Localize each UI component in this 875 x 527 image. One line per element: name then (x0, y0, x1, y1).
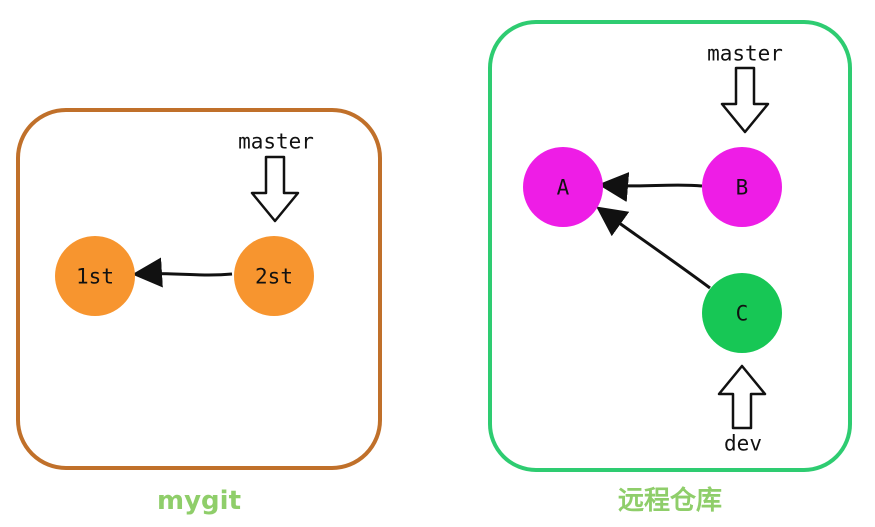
remote-master-label: master (707, 41, 783, 66)
commit-node-c[interactable] (702, 273, 782, 353)
commit-node-b[interactable] (702, 147, 782, 227)
remote-repo-frame (488, 20, 852, 472)
node-label-1st: 1st (76, 264, 114, 289)
node-label-b: B (735, 175, 749, 200)
edge-2st-to-1st (132, 257, 233, 288)
master-pointer-arrow-local (250, 155, 300, 223)
remote-repo-caption: 远程仓库 (617, 486, 723, 516)
local-master-label: master (238, 129, 314, 154)
commit-node-1st[interactable] (55, 236, 135, 316)
node-label-a: A (556, 175, 570, 200)
node-label-c: C (735, 301, 749, 326)
commit-node-a[interactable] (523, 147, 603, 227)
dev-label: dev (724, 431, 762, 456)
dev-pointer-arrow (717, 364, 767, 430)
commit-node-2st[interactable] (234, 236, 314, 316)
node-label-2st: 2st (255, 264, 293, 289)
edge-b-to-a (598, 172, 703, 202)
edge-c-to-a (596, 206, 711, 290)
master-pointer-arrow-remote (720, 66, 770, 134)
local-repo-caption: mygit (157, 486, 241, 516)
